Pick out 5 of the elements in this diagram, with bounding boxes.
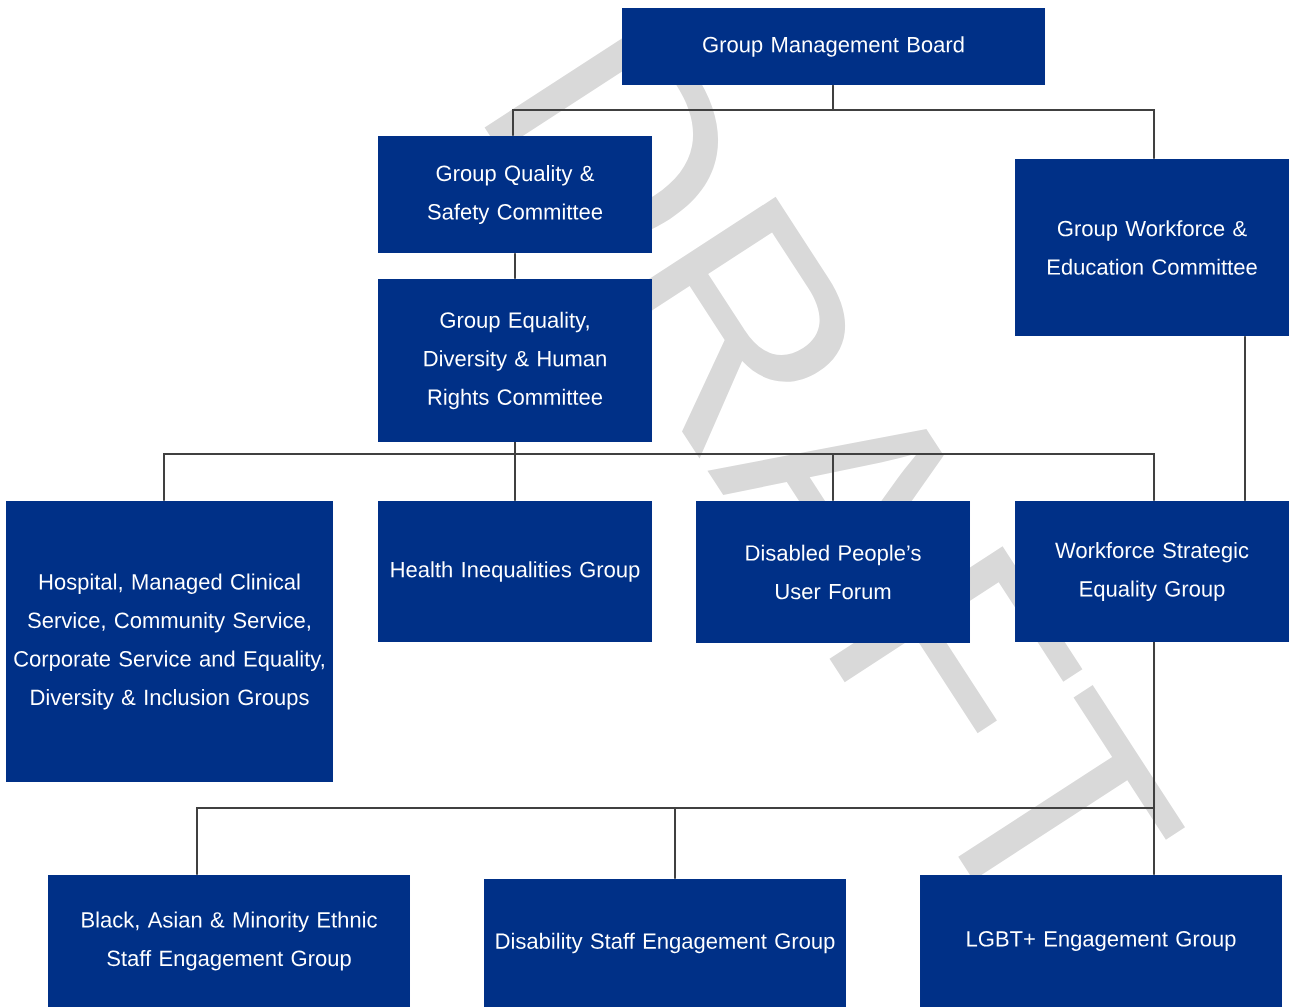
committee-box: Black, Asian & Minority Ethnic Staff Engagement Group xyxy=(48,875,410,1007)
committee-box: Hospital, Managed Clinical Service, Community Service, Corporate Service and Equality, Diversity & Inclusion Groups xyxy=(6,501,333,782)
connector-line xyxy=(1244,335,1246,502)
committee-box: LGBT+ Engagement Group xyxy=(920,875,1282,1007)
committee-box: Disability Staff Engagement Group xyxy=(484,879,846,1007)
